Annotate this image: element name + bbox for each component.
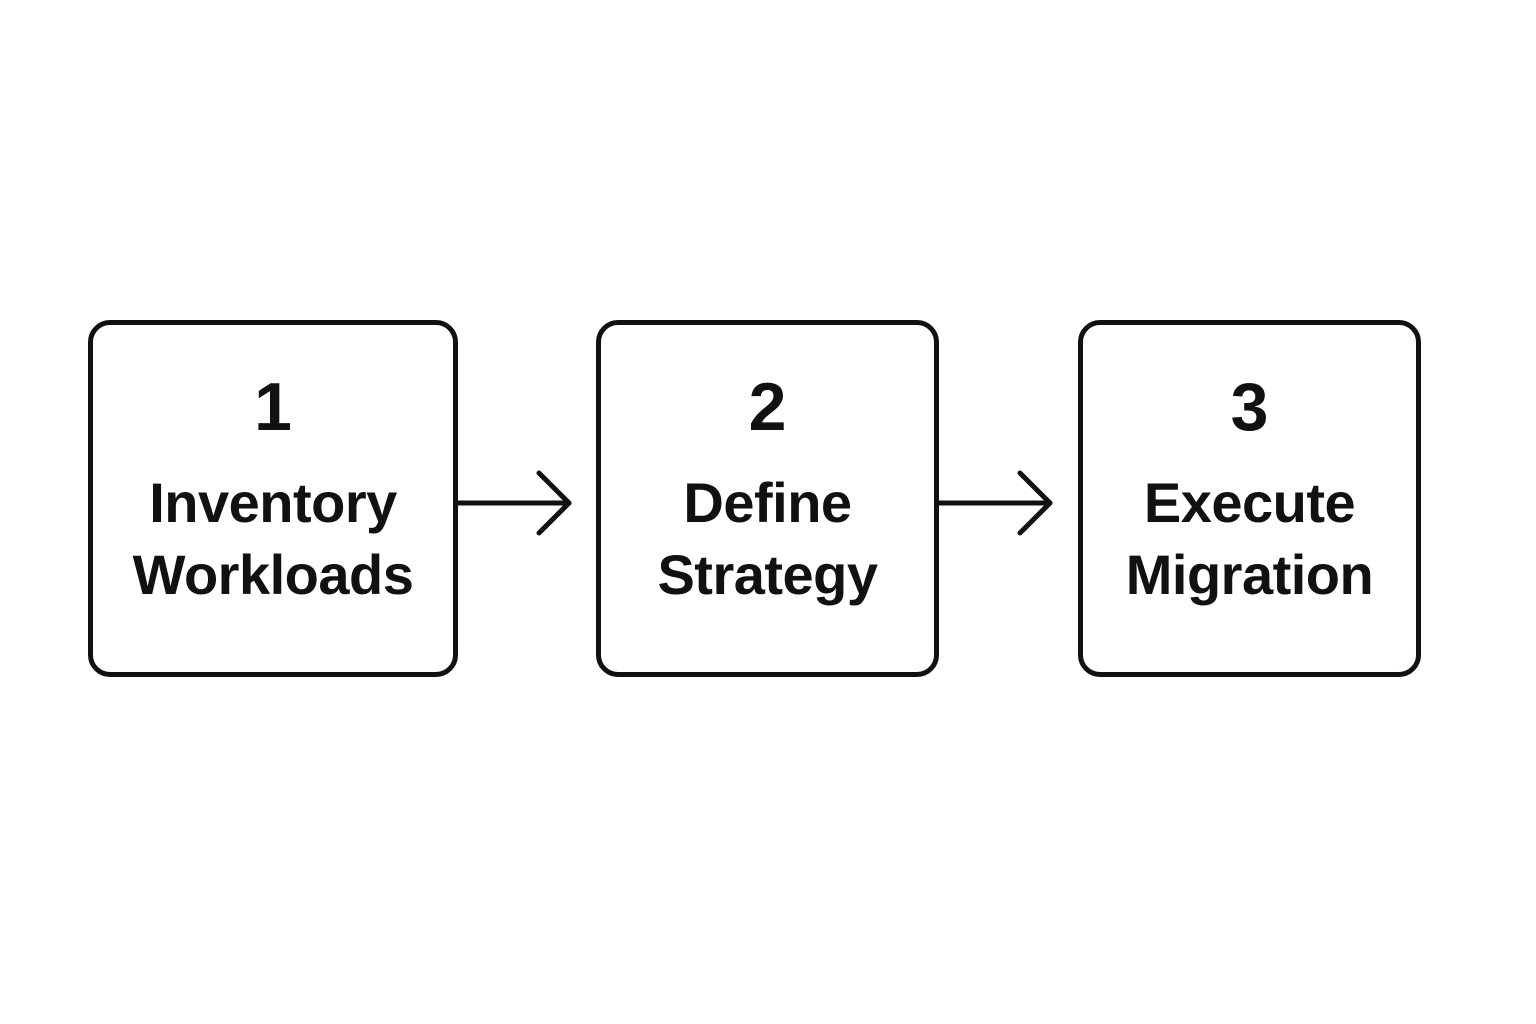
arrow-right-icon	[936, 470, 1053, 536]
arrow-right-icon	[455, 470, 572, 536]
step-box-execute-migration: 3 Execute Migration	[1078, 320, 1421, 677]
step-box-define-strategy: 2 Define Strategy	[596, 320, 939, 677]
step-box-inventory-workloads: 1 Inventory Workloads	[88, 320, 458, 677]
step-label: Execute Migration	[1125, 471, 1374, 606]
step-number: 1	[254, 369, 292, 445]
step-number: 2	[748, 369, 787, 445]
step-label: Define Strategy	[657, 471, 878, 606]
step-label: Inventory Workloads	[132, 471, 414, 606]
step-number: 3	[1230, 369, 1269, 445]
